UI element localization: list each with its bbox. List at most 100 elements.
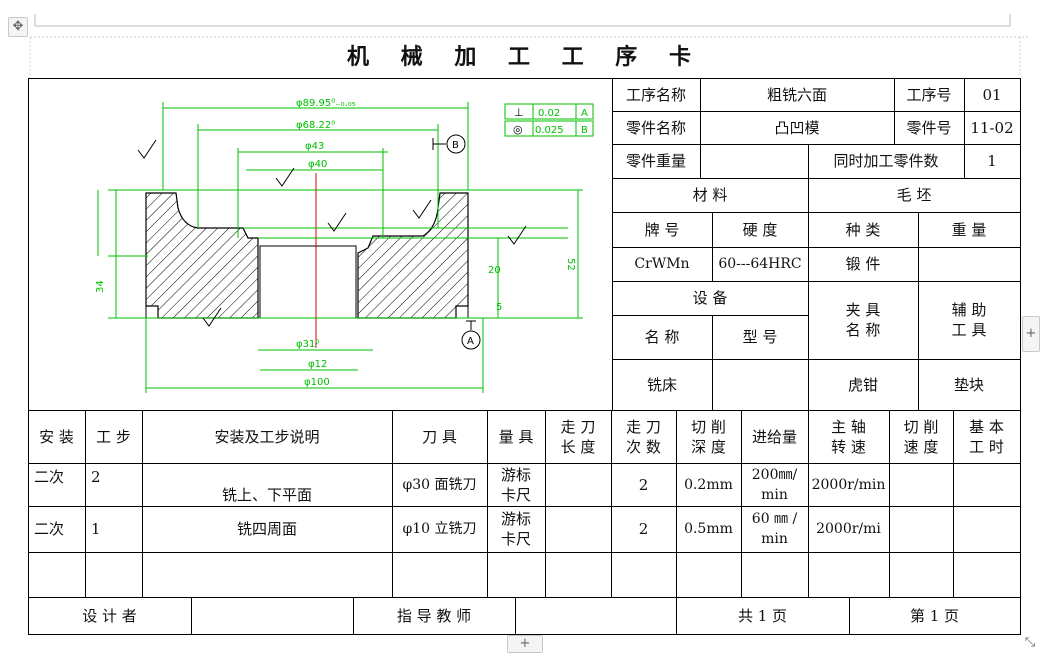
part-drawing: φ89.95⁰₋₀.₀₅ φ68.22⁰ φ43 φ40 φ31⁰ φ12 φ1… [95, 98, 594, 393]
ops-header-tool: 刀 具 [422, 427, 457, 446]
fixture-value: 虎钳 [847, 375, 878, 394]
hardness-label: 硬 度 [742, 220, 778, 239]
material-label: 材 料 [692, 186, 728, 204]
equipment-model-label: 型 号 [742, 328, 778, 346]
ops-header-depth: 切 削 深 度 [691, 417, 726, 456]
svg-text:A: A [581, 108, 588, 119]
dim-100: φ100 [304, 377, 330, 388]
table-row-2-time [953, 506, 1020, 552]
dim-40: φ40 [308, 159, 327, 170]
dim-89-95: φ89.95⁰₋₀.₀₅ [296, 98, 356, 109]
dim-5: 5 [496, 302, 502, 313]
part-name-label: 零件名称 [625, 118, 686, 137]
aux-tool-value: 垫块 [953, 375, 984, 394]
table-row-2-install: 二次 [34, 520, 65, 538]
dim-68-22: φ68.22⁰ [296, 120, 335, 131]
process-no-label: 工序号 [906, 85, 952, 104]
ops-header-time: 基 本 工 时 [969, 417, 1004, 456]
ops-header-passes: 走 刀 次 数 [626, 417, 661, 456]
tolerance-frame-2: ◎ 0.025 B [504, 120, 594, 137]
ops-header-speed: 切 削 速 度 [903, 417, 939, 456]
simul-count-value: 1 [987, 152, 997, 170]
ops-header-feed: 进给量 [751, 427, 797, 446]
process-name-value: 粗铣六面 [766, 85, 827, 104]
svg-text:B: B [452, 140, 459, 151]
dim-31: φ31⁰ [296, 339, 319, 350]
blank-label: 毛 坯 [896, 186, 932, 204]
simul-count-label: 同时加工零件数 [833, 152, 939, 170]
dim-20: 20 [488, 265, 501, 276]
part-weight-label: 零件重量 [625, 152, 686, 170]
ops-header-feed-length: 走 刀 长 度 [560, 417, 596, 456]
move-handle-icon[interactable]: ✥ [8, 17, 28, 37]
table-row-2-tool: φ10 立铣刀 [402, 521, 477, 537]
weight-value [918, 247, 1020, 281]
svg-text:◎: ◎ [513, 123, 523, 136]
dim-34: 34 [95, 280, 106, 293]
dim-43: φ43 [305, 141, 324, 152]
designer-value [191, 597, 353, 634]
weight-label: 重 量 [951, 220, 987, 239]
aux-tool-label: 辅 助 工 具 [951, 301, 987, 339]
equipment-name-value: 铣床 [646, 375, 677, 394]
hardness-value: 60---64HRC [718, 256, 802, 272]
fixture-label: 夹 具 名 称 [845, 301, 881, 339]
ops-header-step: 工 步 [96, 427, 131, 446]
advisor-value [515, 597, 676, 634]
advisor-label: 指 导 教 师 [396, 606, 472, 625]
svg-text:A: A [467, 336, 474, 347]
total-pages: 共 1 页 [737, 606, 788, 625]
equipment-label: 设 备 [692, 289, 728, 307]
part-no-label: 零件号 [906, 118, 952, 137]
table-row-1-tool: φ30 面铣刀 [402, 476, 477, 493]
table-row-2-feed-length [545, 506, 611, 552]
table-row-2-speed [889, 506, 953, 552]
table-row-2-passes: 2 [638, 520, 649, 538]
tolerance-frame-1: ⊥ 0.02 A [504, 103, 594, 120]
current-page: 第 1 页 [909, 606, 960, 625]
datum-a-marker: A [461, 320, 481, 350]
table-row-2-gauge: 游标 卡尺 [500, 510, 531, 548]
table-row-1-spindle: 2000r/min [811, 476, 886, 493]
designer-label: 设 计 者 [82, 606, 137, 625]
table-row-1-passes: 2 [638, 475, 649, 494]
table-row-2-depth: 0.5mm [684, 521, 733, 537]
table-row-1-install: 二次 [34, 468, 65, 486]
grade-value: CrWMn [634, 256, 690, 272]
table-row-2-feed: 60 ㎜ / min [751, 511, 798, 547]
datum-b-marker: B [432, 134, 466, 154]
part-weight-value [700, 144, 808, 178]
expand-right-icon[interactable]: + [1022, 316, 1040, 352]
ops-header-install: 安 装 [39, 427, 74, 446]
equipment-model-value [712, 359, 808, 410]
kind-value: 锻 件 [845, 255, 881, 273]
process-no-value: 01 [982, 85, 1002, 104]
ops-header-gauge: 量 具 [498, 427, 534, 446]
table-row-2-step: 1 [91, 520, 101, 538]
part-name-value: 凸凹模 [774, 118, 820, 137]
resize-corner-icon[interactable]: ⤡ [1024, 635, 1036, 650]
table-row-1-gauge: 游标 卡尺 [500, 465, 531, 504]
document-title: 机 械 加 工 工 序 卡 [347, 44, 703, 70]
table-row-1-step: 2 [91, 468, 101, 486]
dim-12: φ12 [308, 359, 327, 370]
part-section-left [145, 192, 259, 319]
expand-bottom-icon[interactable]: + [507, 635, 543, 653]
part-no-value: 11-02 [970, 118, 1014, 137]
svg-text:B: B [581, 125, 588, 136]
table-row-1-feed: 200㎜/ min [751, 466, 798, 503]
svg-text:0.025: 0.025 [535, 125, 564, 136]
svg-text:0.02: 0.02 [538, 108, 560, 119]
grade-label: 牌 号 [644, 220, 680, 239]
ops-header-spindle: 主 轴 转 速 [831, 417, 866, 456]
part-section-right [357, 192, 469, 319]
table-row-1-time [953, 463, 1020, 506]
equipment-name-label: 名 称 [644, 328, 680, 346]
ops-header-description: 安装及工步说明 [214, 427, 320, 446]
dim-52: 52 [565, 258, 576, 271]
table-row-2-spindle: 2000r/mi [816, 521, 881, 537]
table-row-1-depth: 0.2mm [684, 476, 733, 493]
svg-text:⊥: ⊥ [514, 106, 524, 119]
